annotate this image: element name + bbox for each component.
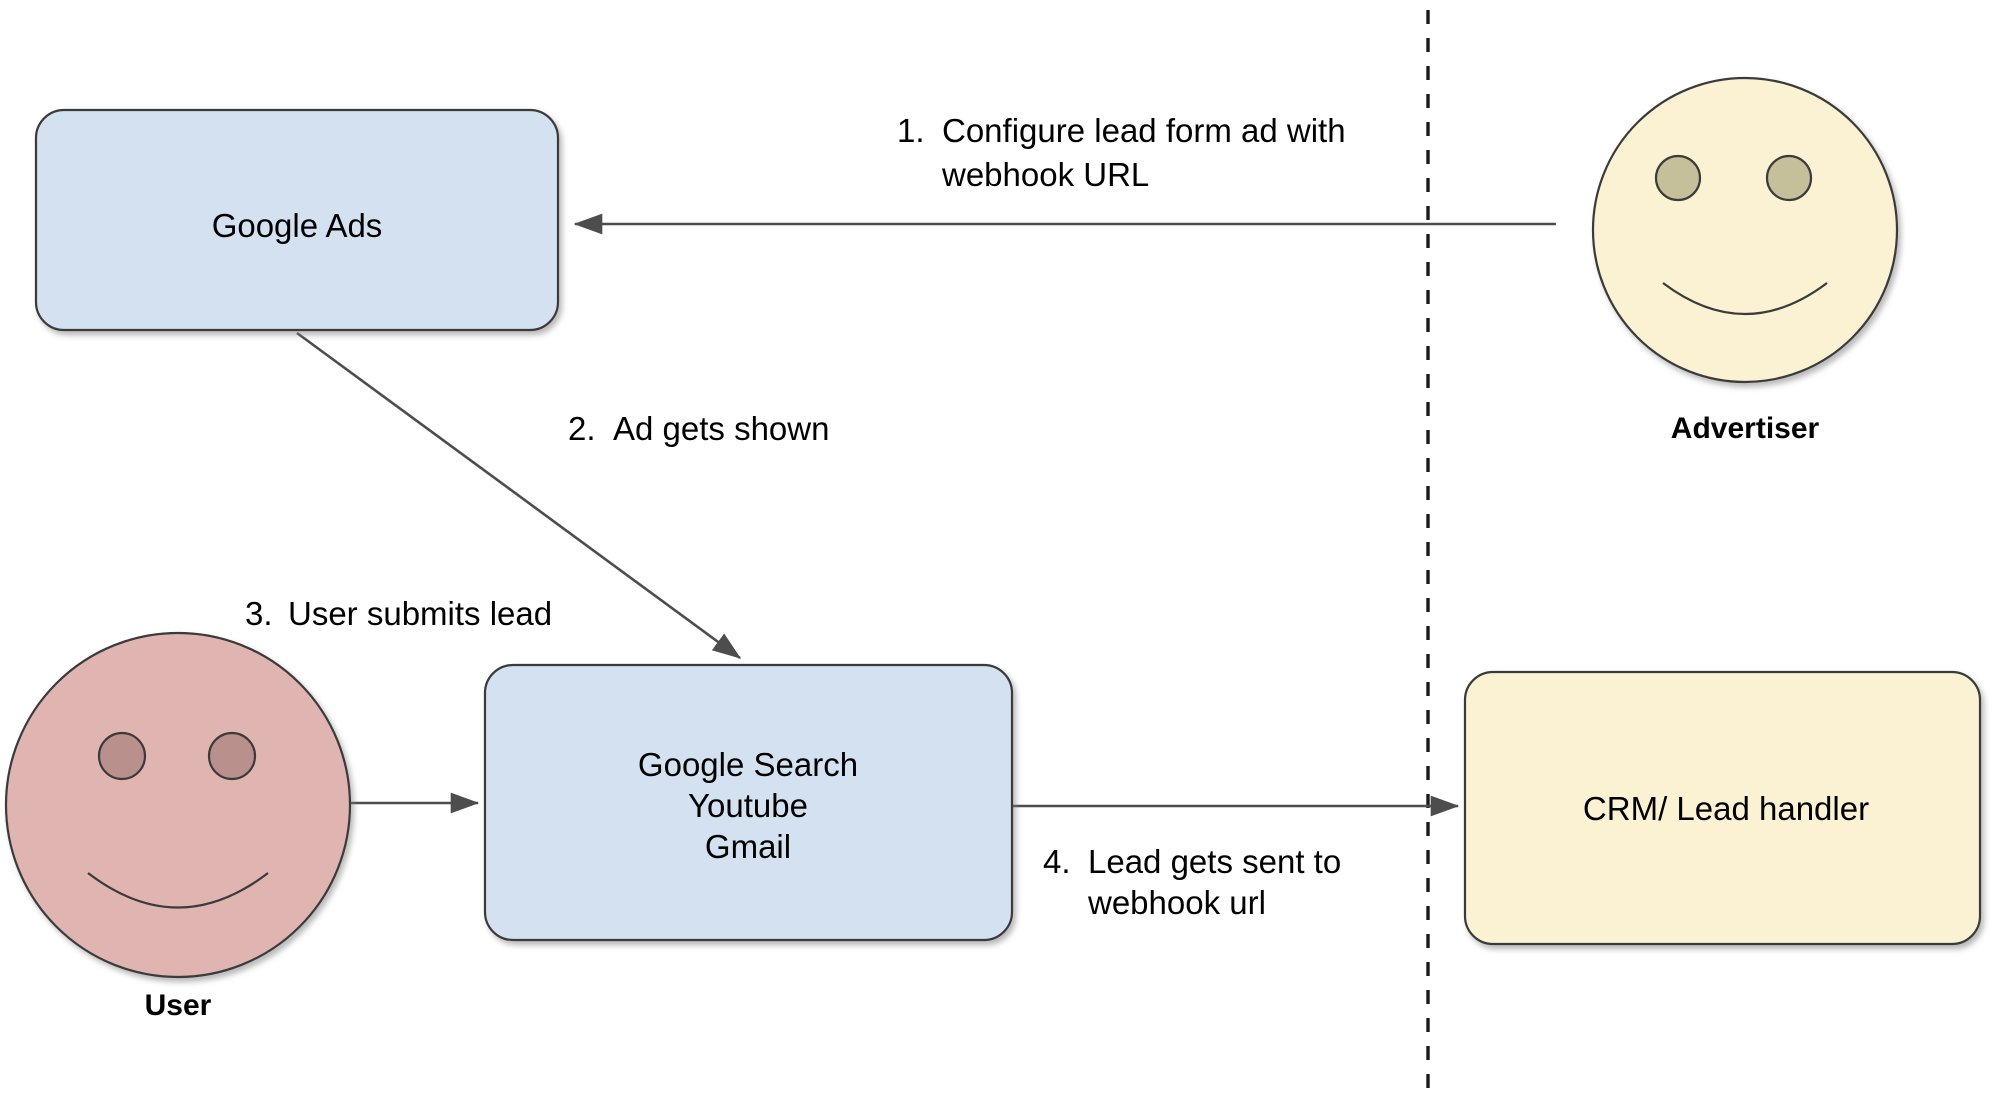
step-1-text-line2: webhook URL xyxy=(941,156,1149,193)
surfaces-label-line1: Google Search xyxy=(638,746,858,783)
user-caption: User xyxy=(145,989,212,1022)
advertiser-left-eye-icon xyxy=(1654,154,1702,202)
actor-user[interactable]: User xyxy=(4,631,352,1022)
step-3-number: 3. xyxy=(245,595,273,632)
google-ads-box-shape xyxy=(34,108,560,332)
step-1-number: 1. xyxy=(897,112,925,149)
step-4-text-line1: Lead gets sent to xyxy=(1088,843,1341,880)
step-2-text-line1: Ad gets shown xyxy=(613,410,829,447)
user-smile-icon xyxy=(87,872,269,909)
step-4-text-line2: webhook url xyxy=(1087,884,1266,921)
google-ads-label: Google Ads xyxy=(212,207,383,244)
advertiser-caption: Advertiser xyxy=(1671,412,1820,445)
advertiser-right-eye-icon xyxy=(1765,154,1813,202)
node-crm-lead-handler[interactable]: CRM/ Lead handler xyxy=(1463,670,1982,946)
step-3-text-line1: User submits lead xyxy=(288,595,552,632)
edge-label-step-2: 2. Ad gets shown xyxy=(568,410,829,447)
user-left-eye-icon xyxy=(97,731,147,781)
user-face-circle xyxy=(4,631,352,979)
edge-label-step-3: 3. User submits lead xyxy=(245,595,552,632)
node-google-surfaces[interactable]: Google Search Youtube Gmail xyxy=(483,663,1014,942)
user-right-eye-icon xyxy=(207,731,257,781)
crm-box-shape xyxy=(1463,670,1982,946)
crm-label: CRM/ Lead handler xyxy=(1583,790,1869,827)
surfaces-label-line3: Gmail xyxy=(705,828,791,865)
surfaces-box-shape xyxy=(483,663,1014,942)
surfaces-label-line2: Youtube xyxy=(688,787,808,824)
advertiser-smile-icon xyxy=(1662,282,1828,316)
node-google-ads[interactable]: Google Ads xyxy=(34,108,560,332)
actor-advertiser[interactable]: Advertiser xyxy=(1591,76,1899,445)
advertiser-face-circle xyxy=(1591,76,1899,384)
step-1-text-line1: Configure lead form ad with xyxy=(942,112,1346,149)
edge-label-step-4: 4. Lead gets sent to webhook url xyxy=(1043,843,1341,921)
step-2-number: 2. xyxy=(568,410,596,447)
edge-google-ads-to-surfaces xyxy=(296,331,742,660)
edge-label-step-1: 1. Configure lead form ad with webhook U… xyxy=(897,112,1346,193)
step-4-number: 4. xyxy=(1043,843,1071,880)
